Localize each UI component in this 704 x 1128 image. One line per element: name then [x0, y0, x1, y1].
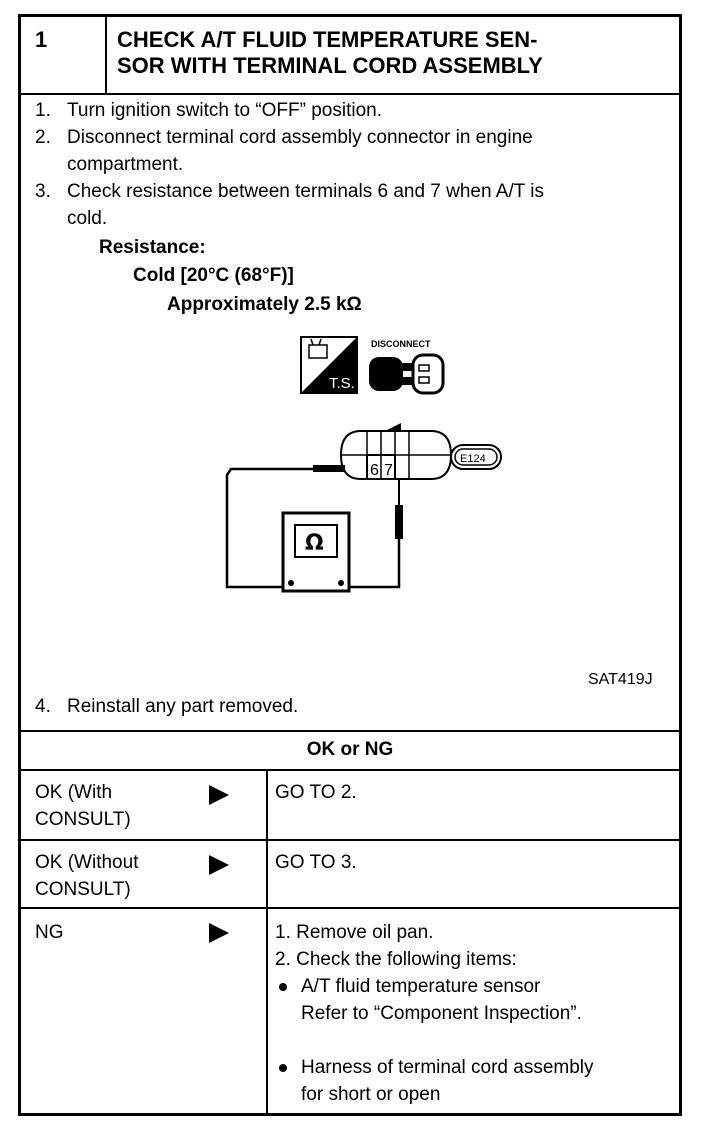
procedure-box: 1 CHECK A/T FLUID TEMPERATURE SEN- SOR W…	[18, 14, 682, 1116]
ng-step: 1. Remove oil pan.	[275, 922, 434, 943]
terminal-connector: 6 7	[339, 423, 453, 480]
result-label-ok-without-consult: OK (Without CONSULT)	[35, 849, 138, 903]
connector-id: E124	[460, 453, 486, 465]
figure-caption: SAT419J	[588, 671, 653, 688]
result-label-line: OK (Without	[35, 852, 139, 873]
step-header: 1 CHECK A/T FLUID TEMPERATURE SEN- SOR W…	[21, 17, 679, 95]
step-title: CHECK A/T FLUID TEMPERATURE SEN- SOR WIT…	[117, 27, 667, 79]
instruction-number: 3.	[35, 181, 51, 202]
divider	[21, 730, 679, 732]
result-action: GO TO 3.	[275, 852, 357, 873]
ohm-symbol: Ω	[305, 531, 324, 556]
divider	[21, 907, 679, 909]
ng-check-text: Harness of terminal cord assembly	[301, 1057, 594, 1078]
disconnect-label: DISCONNECT	[371, 339, 431, 349]
result-label-ng: NG	[35, 922, 64, 943]
disconnect-icon: DISCONNECT	[369, 339, 445, 395]
arrow-icon	[209, 855, 229, 875]
result-label-line: CONSULT)	[35, 809, 131, 830]
divider	[21, 839, 679, 841]
ts-label: T.S.	[329, 375, 355, 392]
resistance-check-diagram: T.S. DISCONNECT 6 7	[225, 336, 502, 593]
step-title-line1: CHECK A/T FLUID TEMPERATURE SEN-	[117, 27, 538, 52]
result-action: GO TO 2.	[275, 782, 357, 803]
instruction-number: 2.	[35, 127, 51, 148]
instruction-text-cont: compartment.	[67, 154, 184, 175]
spec-value: Approximately 2.5 kΩ	[167, 294, 362, 315]
ts-icon: T.S.	[300, 336, 358, 394]
ng-check-text: for short or open	[301, 1084, 441, 1105]
connector-id-badge: E124	[450, 444, 502, 470]
instruction-item: 3. Check resistance between terminals 6 …	[35, 178, 675, 232]
instruction-number: 4.	[35, 696, 51, 717]
step-number: 1	[35, 27, 48, 52]
terminal-6-label: 6	[370, 462, 379, 479]
divider	[21, 769, 679, 771]
terminal-7-label: 7	[384, 462, 393, 479]
instruction-item: 1. Turn ignition switch to “OFF” positio…	[35, 97, 675, 124]
ng-step: 2. Check the following items:	[275, 949, 517, 970]
instruction-item: 2. Disconnect terminal cord assembly con…	[35, 124, 675, 178]
result-header: OK or NG	[306, 739, 394, 760]
result-label-ok-with-consult: OK (With CONSULT)	[35, 779, 131, 833]
instruction-number: 1.	[35, 100, 51, 121]
ng-action-list: 1. Remove oil pan. 2. Check the followin…	[275, 919, 670, 1108]
instruction-item: 4. Reinstall any part removed.	[35, 693, 298, 720]
result-column-divider	[266, 770, 268, 1113]
ng-check-text: Refer to “Component Inspection”.	[301, 1003, 582, 1024]
ng-check-text: A/T fluid temperature sensor	[301, 976, 541, 997]
ohmmeter: Ω	[281, 511, 351, 593]
result-label-line: OK (With	[35, 782, 113, 803]
arrow-icon	[209, 923, 229, 943]
arrow-icon	[209, 785, 229, 805]
bullet-icon	[279, 1064, 287, 1072]
instruction-text: Disconnect terminal cord assembly connec…	[67, 127, 533, 148]
ng-check-item: A/T fluid temperature sensor Refer to “C…	[275, 973, 670, 1027]
probe-wires	[225, 465, 403, 589]
result-label-line: CONSULT)	[35, 879, 131, 900]
instruction-text: Reinstall any part removed.	[67, 696, 299, 717]
header-divider	[105, 17, 107, 93]
spec-condition: Cold [20°C (68°F)]	[133, 265, 294, 286]
instruction-text-cont: cold.	[67, 208, 108, 229]
spec-label: Resistance:	[99, 237, 206, 258]
instruction-text: Check resistance between terminals 6 and…	[67, 181, 545, 202]
bullet-icon	[279, 983, 287, 991]
ng-check-item: Harness of terminal cord assembly for sh…	[275, 1054, 670, 1108]
instruction-text: Turn ignition switch to “OFF” position.	[67, 100, 383, 121]
instruction-list: 1. Turn ignition switch to “OFF” positio…	[35, 97, 675, 232]
step-title-line2: SOR WITH TERMINAL CORD ASSEMBLY	[117, 53, 543, 78]
